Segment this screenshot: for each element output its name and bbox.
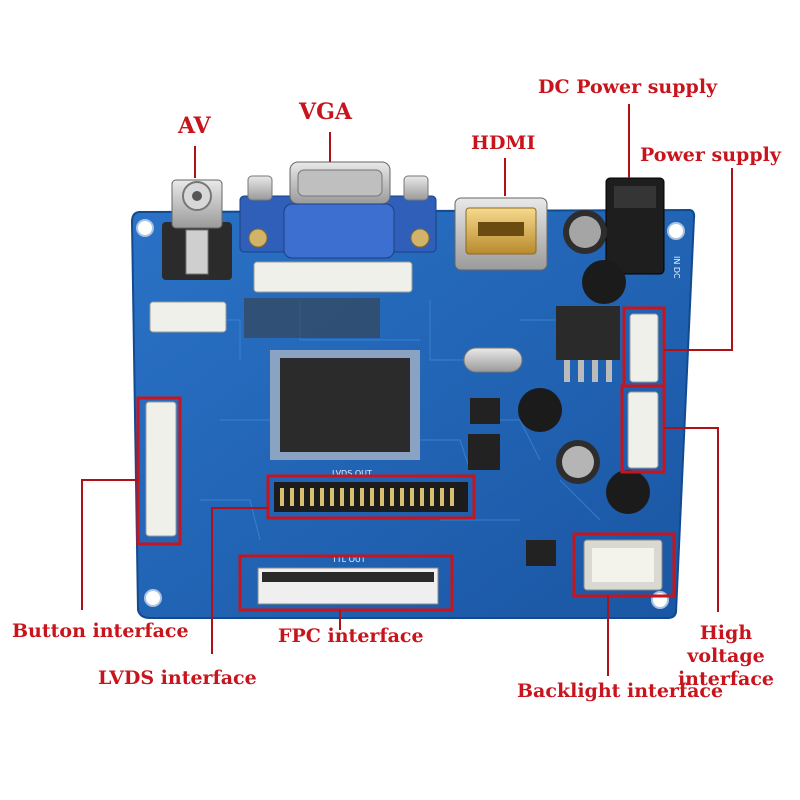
lvds-interface-box: [266, 474, 476, 520]
mounting-hole: [651, 591, 669, 609]
label-high-voltage-interface: High voltage interface: [658, 622, 794, 690]
inductor: [518, 260, 650, 514]
mounting-hole: [136, 219, 154, 237]
label-av: AV: [178, 113, 211, 139]
ic: [526, 540, 556, 566]
label-fpc-interface: FPC interface: [278, 625, 424, 647]
av-jack: [162, 179, 232, 280]
mounting-hole: [667, 222, 685, 240]
power-connector: [629, 313, 659, 383]
leader-button: [81, 479, 138, 610]
dc-jack: [605, 177, 665, 275]
backlight-connector: [583, 539, 663, 591]
leader-power-supply: [664, 168, 733, 351]
leader-lvds: [211, 507, 268, 654]
ic: [468, 434, 500, 470]
silkscreen-dc-in: IN DC: [672, 256, 681, 279]
label-dc-power-supply: DC Power supply: [538, 76, 718, 98]
label-high-voltage-line2: interface: [677, 667, 775, 690]
vga-connector: [239, 161, 437, 259]
label-button-interface: Button interface: [12, 620, 189, 642]
leader-lines: [81, 104, 733, 676]
lvds-header: [274, 482, 468, 512]
label-power-supply: Power supply: [640, 144, 781, 166]
header-5pin: [149, 301, 227, 333]
fpc-connector: [257, 567, 439, 605]
highlight-boxes: [136, 306, 676, 612]
voltage-regulator: [556, 306, 620, 382]
fpc-interface-box: [238, 554, 454, 612]
high-voltage-connector: [627, 391, 659, 469]
mounting-hole: [144, 589, 162, 607]
silkscreen-ttl-out: TTL OUT: [331, 555, 366, 564]
main-chip: [270, 350, 420, 460]
vga-header: [253, 261, 413, 293]
button-connector: [145, 401, 177, 537]
label-lvds-interface: LVDS interface: [98, 667, 257, 689]
capacitor: [563, 210, 607, 254]
ic: [470, 398, 500, 424]
backlight-interface-box: [572, 532, 676, 598]
ic: [244, 298, 380, 338]
silkscreen-lvds-out: LVDS OUT: [332, 469, 372, 478]
crystal: [463, 347, 523, 373]
label-vga: VGA: [299, 99, 352, 125]
label-hdmi: HDMI: [471, 132, 536, 154]
button-interface-box: [136, 396, 182, 546]
label-backlight-interface: Backlight interface: [517, 680, 724, 702]
capacitor: [556, 440, 600, 484]
label-high-voltage-line1: High voltage: [687, 622, 765, 667]
leader-high-voltage: [664, 427, 719, 612]
hdmi-connector: [454, 197, 548, 271]
